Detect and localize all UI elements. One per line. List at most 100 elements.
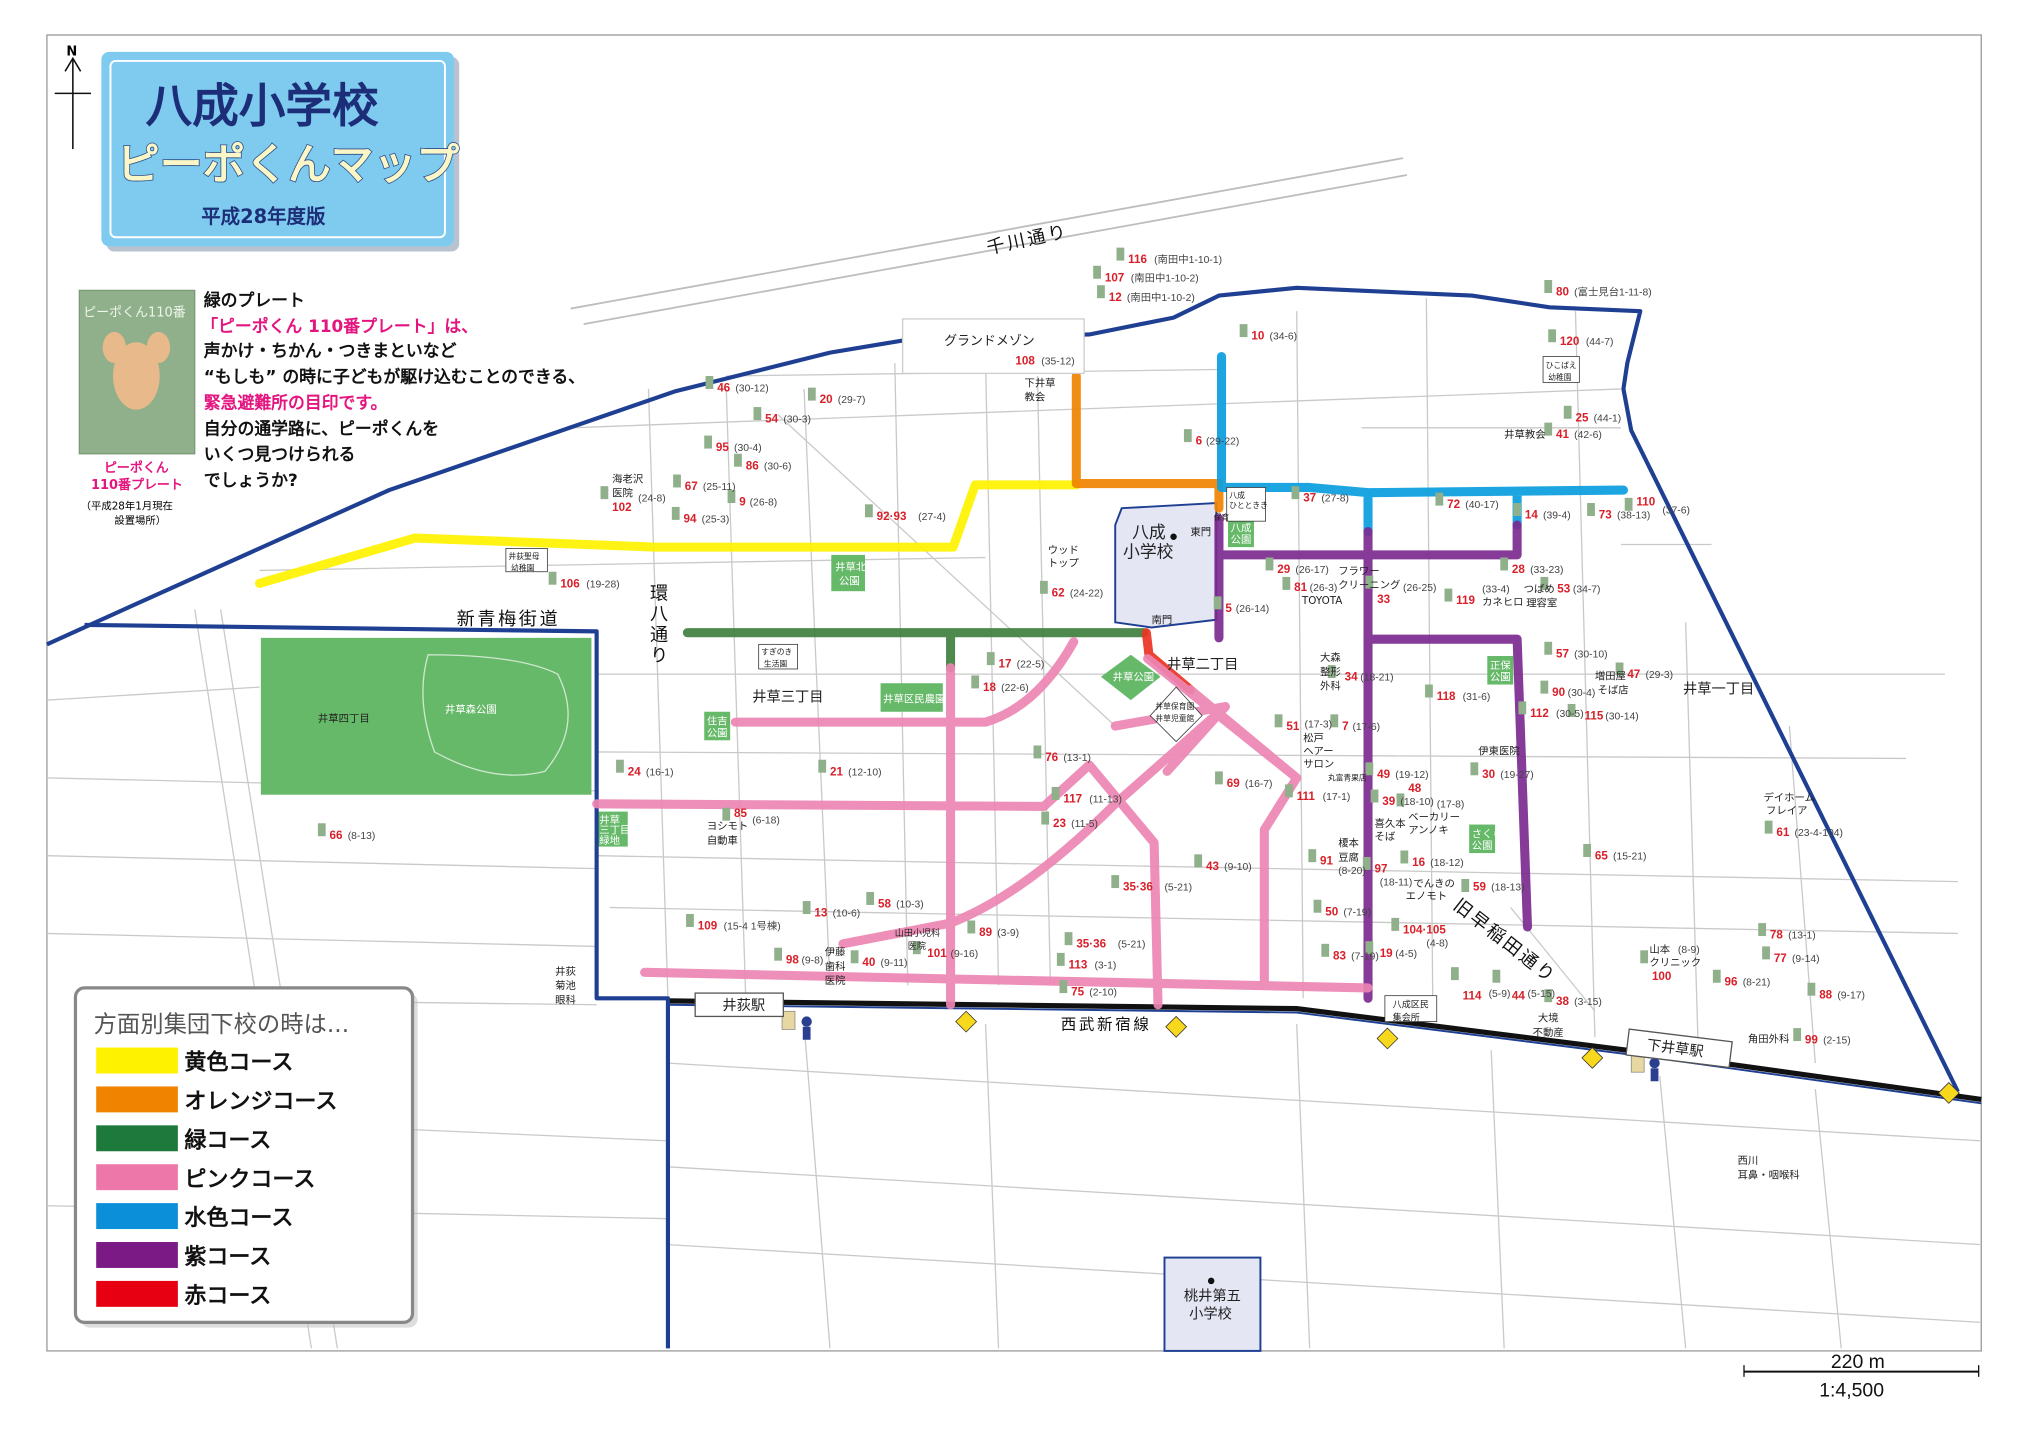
plate-icon — [986, 652, 995, 666]
plate-number: 20 — [820, 393, 833, 406]
railway-label: 西武新宿線 — [1061, 1015, 1152, 1033]
plate-number: 5 — [1225, 602, 1232, 615]
peepo-plate: 108(35-12) — [1015, 354, 1074, 367]
plate-number: 100 — [1652, 970, 1671, 983]
plate-address: (19-28) — [586, 579, 619, 590]
street-kanpachi-text: 環八通り — [647, 583, 668, 666]
plate-number: 7 — [1342, 720, 1348, 733]
plate-icon — [1362, 856, 1371, 870]
place-label: 井草保育園 — [1155, 701, 1194, 711]
area-label-igusa2: 井草二丁目 — [1167, 656, 1238, 673]
plate-address: (30-14) — [1605, 712, 1638, 723]
plate-icon — [1097, 285, 1105, 299]
peepo-plate: 58(10-3) — [878, 898, 924, 911]
plate-address: (南田中1-10-2) — [1127, 291, 1195, 304]
place-label: 八成区民 — [1393, 998, 1429, 1010]
park-label: 三丁目 — [599, 825, 630, 837]
school-label: 小学校 — [1189, 1306, 1232, 1323]
plate-icon — [1274, 714, 1283, 728]
plate-address: (8-9) — [1678, 945, 1700, 956]
plate-address: (11-5) — [1071, 819, 1098, 830]
place-label: カネヒロ — [1482, 596, 1523, 608]
plate-number: 23 — [1053, 817, 1066, 830]
plate-number: 104·105 — [1403, 923, 1446, 936]
plate-icon — [1544, 280, 1553, 294]
plate-number: 19 — [1380, 947, 1393, 960]
plate-address: (11-13) — [1089, 795, 1122, 806]
legend-item: ピンクコース — [96, 1164, 315, 1192]
street-kanpachi: 環八通り — [647, 583, 668, 666]
peepo-plate: 23 (11-5) — [1053, 817, 1098, 830]
plate-number: 75 — [1071, 986, 1084, 999]
plate-address: (9-11) — [881, 958, 908, 969]
peepo-plate: 113(3-1) — [1069, 958, 1117, 971]
plate-number: 81 — [1294, 581, 1307, 594]
plate-address: (17-1) — [1323, 792, 1351, 803]
plate-icon — [1365, 575, 1374, 589]
plate-number: 101 — [927, 947, 947, 960]
peepo-plate: 24(16-1) — [628, 765, 674, 778]
peepo-plate: 62(24-22) — [1052, 586, 1104, 599]
railway-edge — [667, 1003, 1982, 1105]
station-label: 井荻駅 — [722, 997, 765, 1014]
plate-number: 47 — [1627, 668, 1640, 681]
plate-icon — [1040, 580, 1048, 594]
peepo-plate: 76(13-1) — [1045, 751, 1091, 764]
plate-icon — [1059, 980, 1068, 994]
plate-icon — [616, 759, 624, 773]
place-label: 松戸 — [1303, 732, 1324, 745]
plate-icon — [1064, 932, 1073, 946]
plate-caption: ピーポくん — [104, 460, 169, 476]
place-label: ひこばえ — [1546, 361, 1577, 370]
plate-icon — [818, 759, 827, 773]
place-label: 歯科 — [825, 960, 846, 973]
legend-item: 紫コース — [96, 1242, 271, 1270]
plate-icon — [1285, 784, 1293, 798]
plate-number: 117 — [1063, 793, 1082, 806]
area-label-igusa4: 井草四丁目 — [318, 712, 370, 725]
plate-address: (9-16) — [951, 949, 979, 960]
plate-icon — [1116, 247, 1125, 261]
station-shimoigusa[interactable]: 下井草駅 — [1646, 1037, 1705, 1061]
plate-icon — [600, 486, 609, 500]
plate-address: (22-5) — [1017, 660, 1045, 671]
plate-icon — [548, 571, 557, 585]
plate-icon — [864, 504, 873, 518]
plate-number: 17 — [999, 658, 1012, 671]
plate-icon — [1330, 714, 1339, 728]
plate-icon — [1444, 588, 1453, 602]
place-label: 集会所 — [1393, 1011, 1420, 1023]
plate-icon — [967, 920, 976, 934]
plate-icon — [1327, 665, 1336, 679]
plate-number: 53 — [1557, 582, 1570, 595]
plate-icon — [1583, 843, 1592, 857]
plate-address: (18-13) — [1491, 883, 1524, 894]
place-label: 海老沢 — [612, 472, 644, 485]
plate-icon — [1365, 762, 1374, 776]
plate-number: 109 — [698, 920, 718, 933]
plate-icon — [1518, 701, 1527, 715]
plate-address: (37-6) — [1662, 505, 1690, 516]
peepo-plate: 50(7-19) — [1325, 905, 1371, 918]
plate-number: 90 — [1552, 686, 1565, 699]
area-label-igusa3: 井草三丁目 — [752, 688, 823, 705]
plate-address: (31-6) — [1463, 692, 1491, 703]
peepo-plate: 59(18-13) — [1473, 881, 1525, 894]
plate-icon — [1215, 771, 1223, 785]
plate-address: (16-1) — [646, 767, 674, 778]
plate-address: (26-17) — [1295, 565, 1328, 576]
legend-title: 方面別集団下校の時は... — [94, 1010, 350, 1038]
intro-line: “もしも” の時に子どもが駆け込むことのできる、 — [204, 366, 585, 386]
plate-icon — [1391, 917, 1400, 931]
station-iogi[interactable]: 井荻駅 — [722, 997, 765, 1014]
route-legend: 方面別集団下校の時は... 黄色コースオレンジコース緑コースピンクコース水色コー… — [73, 986, 418, 1328]
park-label: 緑地 — [599, 834, 620, 847]
peepo-plate: 43(9-10) — [1206, 860, 1252, 873]
plate-number: 30 — [1482, 768, 1495, 781]
place-label: 角田外科 — [1748, 1032, 1789, 1045]
plate-address: (12-10) — [848, 767, 881, 778]
park-label: 住吉 — [707, 715, 728, 728]
plate-number: 12 — [1109, 291, 1122, 304]
plate-icon — [686, 914, 694, 927]
